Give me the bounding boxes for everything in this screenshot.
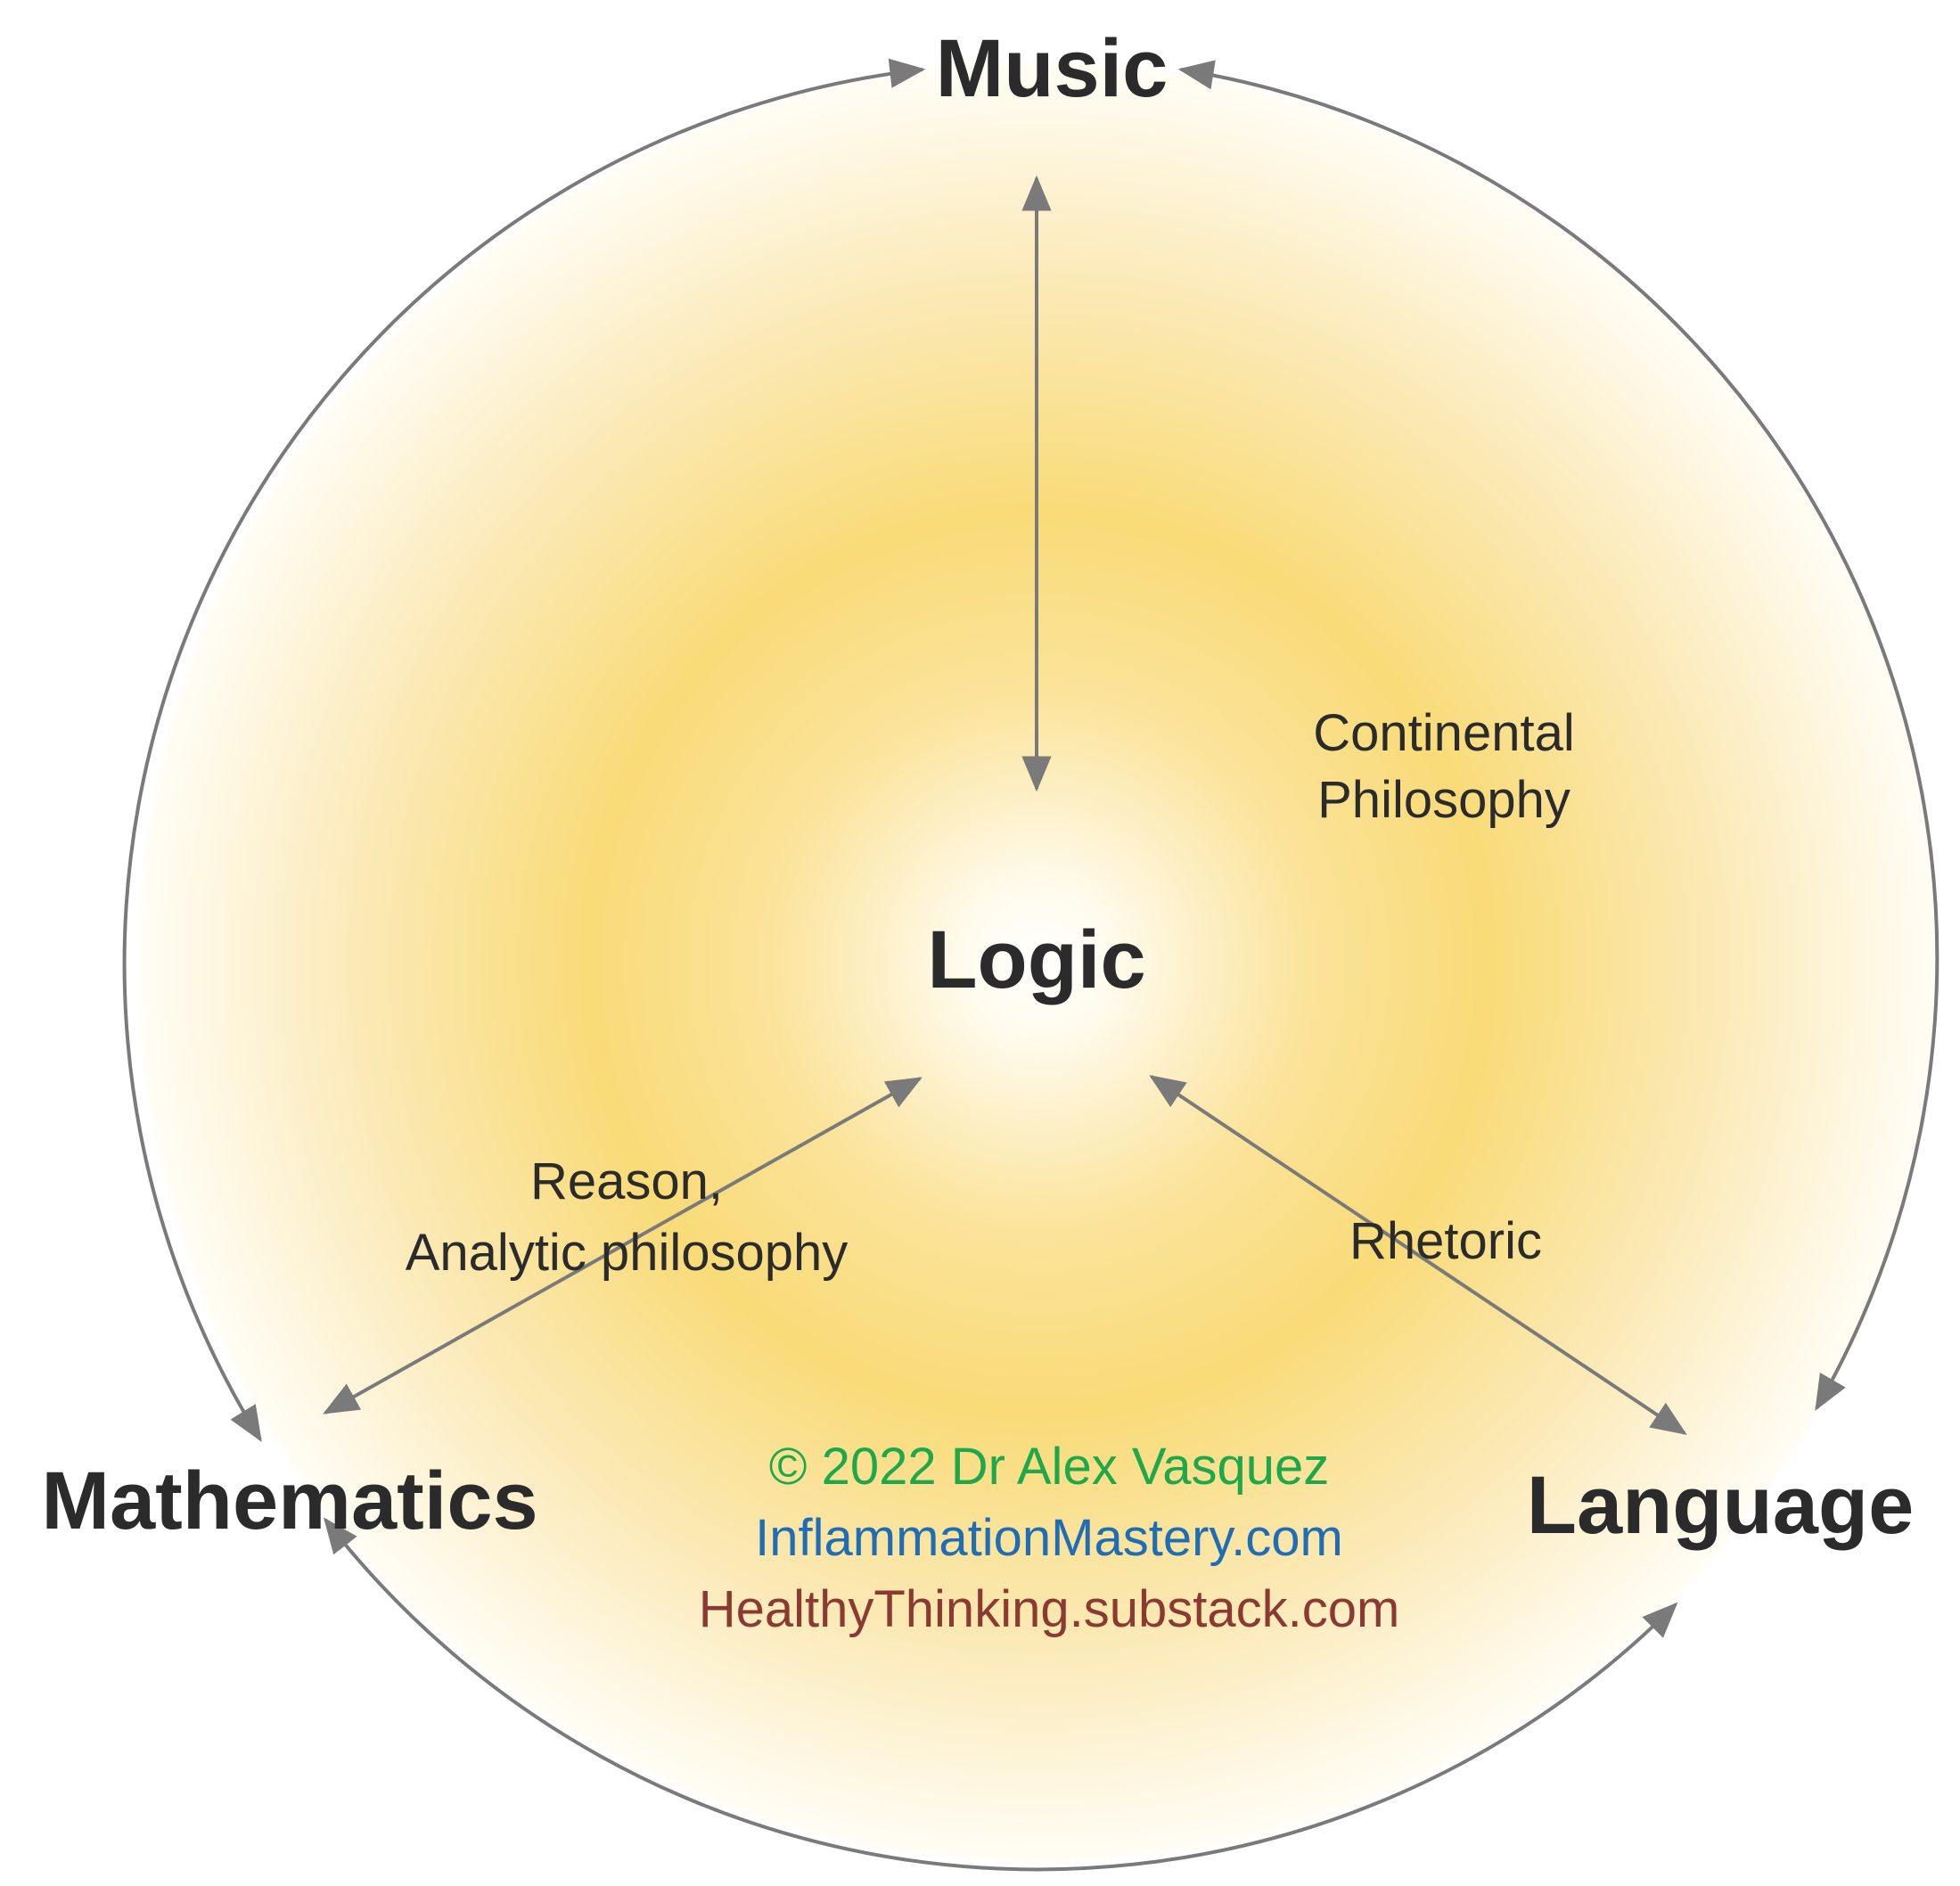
label-analytic-philosophy: Analytic philosophy: [406, 1224, 849, 1282]
label-continental: Continental: [1313, 704, 1574, 762]
credit-site-inflammationmastery: InflammationMastery.com: [755, 1509, 1343, 1567]
arc-music-language: [1177, 60, 1939, 1411]
label-rhetoric: Rhetoric: [1349, 1212, 1542, 1270]
credit-copyright: © 2022 Dr Alex Vasquez: [769, 1438, 1329, 1496]
node-mathematics: Mathematics: [41, 1456, 537, 1546]
arc-mathematics-language: [323, 1517, 1678, 1872]
arrow-logic-language: [1149, 1075, 1687, 1435]
arrow-logic-mathematics: [323, 1077, 923, 1414]
outer-arcs: [122, 58, 1939, 1872]
node-music: Music: [936, 23, 1169, 114]
label-philosophy: Philosophy: [1317, 771, 1570, 829]
node-language: Language: [1527, 1460, 1914, 1551]
credit-site-healthythinking: HealthyThinking.substack.com: [699, 1580, 1400, 1638]
node-logic: Logic: [927, 914, 1145, 1005]
label-reason: Reason,: [530, 1152, 723, 1210]
inner-arrows: [323, 175, 1687, 1435]
arc-music-mathematics: [122, 58, 926, 1442]
